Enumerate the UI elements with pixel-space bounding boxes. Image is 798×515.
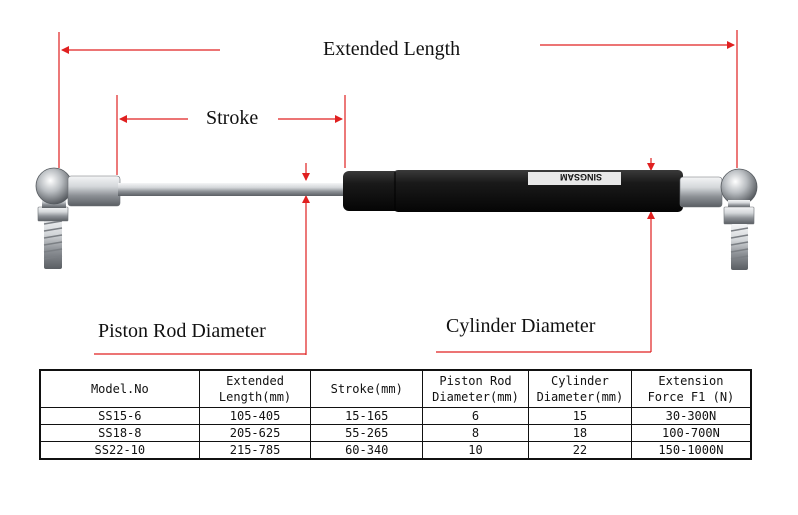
piston-rod-leader xyxy=(94,163,310,355)
cylinder-diameter-label: Cylinder Diameter xyxy=(446,315,596,337)
cell-stroke: 15-165 xyxy=(310,407,424,425)
right-ball-socket xyxy=(720,168,758,206)
cell-stroke: 60-340 xyxy=(310,441,424,460)
cell-force: 30-300N xyxy=(630,407,752,425)
cylinder-body: SINGSAM xyxy=(343,170,683,212)
header-stroke: Stroke(mm) xyxy=(310,369,424,408)
table-row: SS22-10 215-785 60-340 10 22 150-1000N xyxy=(39,441,752,460)
cell-extended-length: 215-785 xyxy=(198,441,312,460)
cell-extended-length: 205-625 xyxy=(198,424,312,442)
cell-cylinder: 15 xyxy=(527,407,632,425)
cell-stroke: 55-265 xyxy=(310,424,424,442)
table-row: SS18-8 205-625 55-265 8 18 100-700N xyxy=(39,424,752,442)
stroke-dimension xyxy=(116,95,346,175)
right-ball-stud xyxy=(679,168,758,270)
cell-force: 100-700N xyxy=(630,424,752,442)
cylinder-leader xyxy=(436,158,655,353)
cell-model: SS18-8 xyxy=(39,424,200,442)
left-ball-socket xyxy=(35,167,73,205)
extended-length-label: Extended Length xyxy=(323,38,461,60)
left-nut xyxy=(37,206,69,222)
cell-cylinder: 18 xyxy=(527,424,632,442)
cell-cylinder: 22 xyxy=(527,441,632,460)
right-washer xyxy=(728,200,750,208)
left-ball-stud xyxy=(35,167,121,269)
cell-extended-length: 105-405 xyxy=(198,407,312,425)
cell-piston-rod: 6 xyxy=(422,407,529,425)
piston-rod xyxy=(118,183,346,196)
cell-piston-rod: 10 xyxy=(422,441,529,460)
right-rod-end xyxy=(679,176,723,208)
cylinder-label-strip xyxy=(528,172,621,185)
cell-piston-rod: 8 xyxy=(422,424,529,442)
cell-model: SS22-10 xyxy=(39,441,200,460)
stroke-label: Stroke xyxy=(206,107,259,129)
header-model: Model.No xyxy=(39,369,200,408)
table-row: SS15-6 105-405 15-165 6 15 30-300N xyxy=(39,407,752,425)
piston-rod-diameter-label: Piston Rod Diameter xyxy=(98,320,266,342)
brand-mark: SINGSAM xyxy=(560,172,602,182)
extended-length-dimension xyxy=(58,30,738,168)
cell-force: 150-1000N xyxy=(630,441,752,460)
left-rod-end xyxy=(67,175,121,207)
right-nut xyxy=(723,206,755,225)
cell-model: SS15-6 xyxy=(39,407,200,425)
